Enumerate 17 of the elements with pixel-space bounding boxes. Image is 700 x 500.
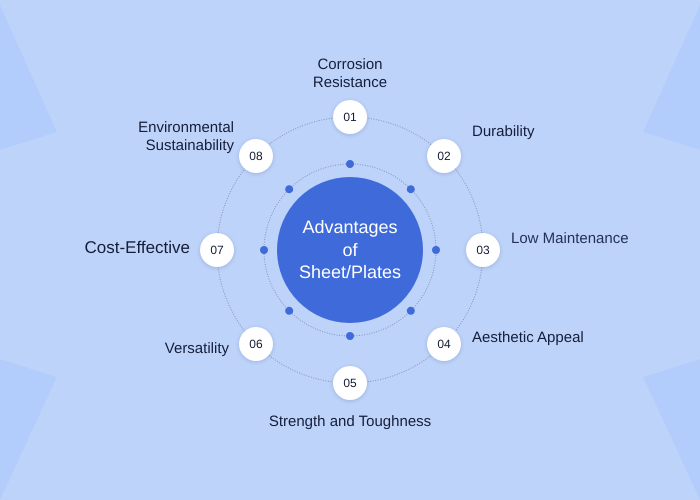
advantage-label: Versatility [164,340,229,358]
number-circle: 08 [238,138,273,173]
advantage-label: Cost-Effective [84,238,190,258]
number-circle: 01 [333,100,367,134]
number-circle: 04 [427,327,462,362]
number-circle: 06 [238,327,273,362]
number-circle: 05 [333,366,367,400]
advantage-label: Corrosion Resistance [312,56,388,92]
number-circle: 03 [466,233,500,267]
advantage-label: Low Maintenance [511,230,629,248]
number-circle: 07 [200,233,234,267]
center-circle: Advantages of Sheet/Plates [277,177,423,323]
number-circle: 02 [427,138,462,173]
advantage-label: Environmental Sustainability [138,119,234,155]
advantage-label: Strength and Toughness [268,413,432,431]
advantage-label: Aesthetic Appeal [472,329,584,347]
advantage-label: Durability [472,123,535,141]
